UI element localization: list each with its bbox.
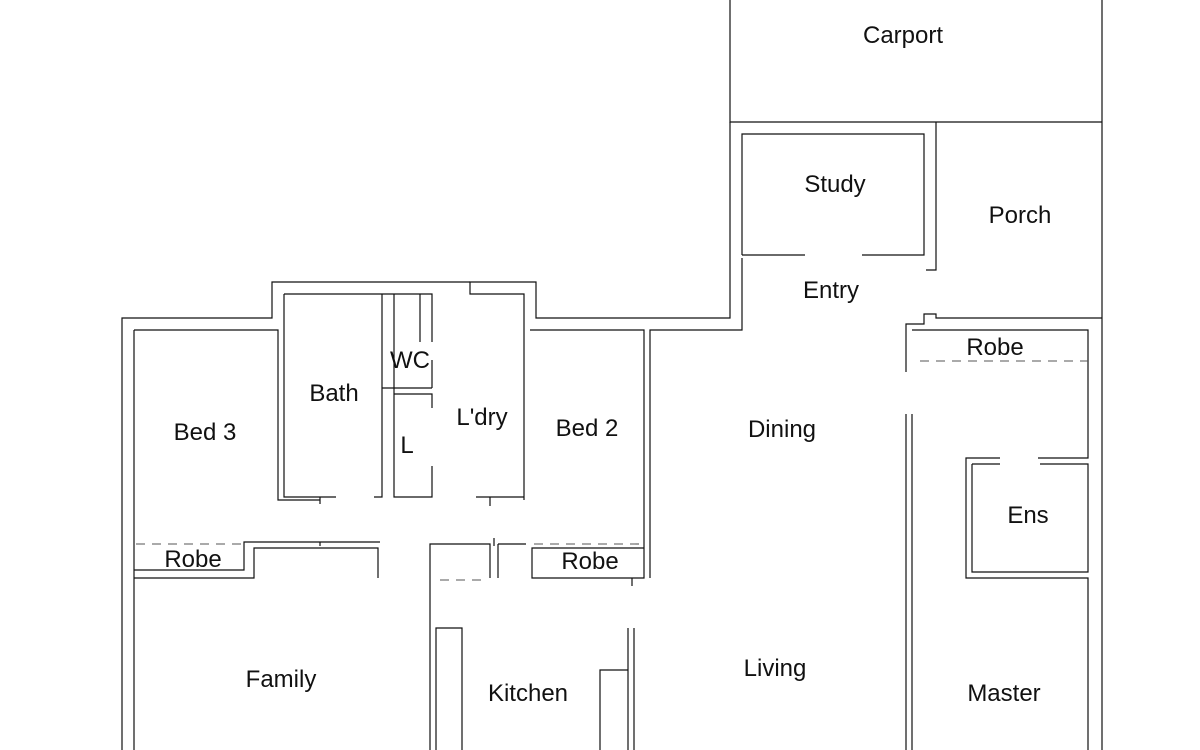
room-label-dining: Dining bbox=[748, 416, 816, 443]
room-label-bath: Bath bbox=[309, 380, 358, 407]
room-label-family: Family bbox=[246, 666, 317, 693]
robe-dashed-lines bbox=[136, 360, 1088, 581]
room-label-robe-bed2: Robe bbox=[561, 548, 618, 575]
room-label-robe-master: Robe bbox=[966, 334, 1023, 361]
room-label-carport: Carport bbox=[863, 22, 943, 49]
room-label-porch: Porch bbox=[989, 202, 1052, 229]
room-label-bed-3: Bed 3 bbox=[174, 419, 237, 446]
room-label-laundry: L'dry bbox=[456, 404, 507, 431]
room-label-ensuite: Ens bbox=[1007, 502, 1048, 529]
room-label-kitchen: Kitchen bbox=[488, 680, 568, 707]
room-labels: Carport Study Porch Entry Robe WC Bath L… bbox=[164, 22, 1051, 707]
room-label-master: Master bbox=[967, 680, 1040, 707]
room-label-living: Living bbox=[744, 655, 807, 682]
room-label-study: Study bbox=[804, 171, 865, 198]
room-label-robe-bed3: Robe bbox=[164, 546, 221, 573]
room-label-bed-2: Bed 2 bbox=[556, 415, 619, 442]
room-label-linen: L bbox=[400, 432, 413, 459]
room-label-wc: WC bbox=[390, 347, 430, 374]
room-label-entry: Entry bbox=[803, 277, 859, 304]
walls bbox=[121, 0, 1103, 750]
